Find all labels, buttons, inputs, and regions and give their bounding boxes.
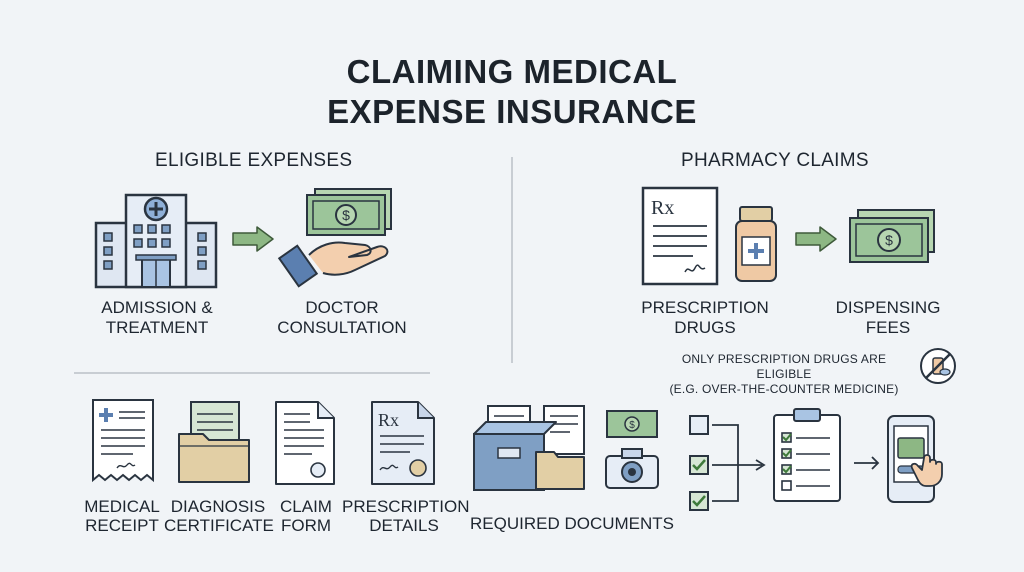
arrow-right-icon [795,226,837,252]
medical-receipt-label: MEDICAL RECEIPT [84,497,160,535]
claim-form-icon [275,401,335,485]
svg-text:$: $ [629,420,635,431]
rx-symbol: Rx [378,410,399,430]
hand-money-icon: $ [277,188,392,288]
title-line-1: CLAIMING MEDICAL [346,53,678,90]
rx-symbol: Rx [651,197,674,219]
otc-note: ONLY PRESCRIPTION DRUGS ARE ELIGIBLE (E.… [669,352,899,396]
title-line-2: EXPENSE INSURANCE [327,93,697,130]
diagnosis-certificate-label: DIAGNOSIS CERTIFICATE [164,497,274,535]
file-box-icon [473,405,585,491]
pharmacy-claims-header: PHARMACY CLAIMS [681,150,869,171]
checklist-icon [773,408,841,502]
prescription-details-label: PRESCRIPTION DETAILS [342,497,470,535]
svg-text:$: $ [342,207,350,223]
arrow-right-icon [232,226,274,252]
svg-text:$: $ [885,232,893,248]
required-documents-label: REQUIRED DOCUMENTS [469,514,674,533]
admission-treatment-label: ADMISSION & TREATMENT [101,298,213,337]
dispensing-fees-label: DISPENSING FEES [835,298,941,337]
money-bill-icon: $ [849,209,935,263]
prescription-drugs-label: PRESCRIPTION DRUGS [641,298,769,337]
hospital-icon [94,193,218,289]
claim-form-label: CLAIM FORM [280,497,332,535]
section-divider-horizontal [74,372,430,374]
no-otc-medicine-icon [920,348,956,384]
section-divider-vertical [511,157,513,363]
page-title: CLAIMING MEDICAL EXPENSE INSURANCE [0,52,1024,132]
money-bill-icon: $ [606,410,658,438]
checkbox-flow-icon [689,415,766,511]
prescription-icon: Rx [641,186,719,286]
prescription-icon: Rx [371,401,435,485]
camera-icon [605,448,659,489]
folder-icon [178,401,250,483]
eligible-expenses-header: ELIGIBLE EXPENSES [155,150,353,171]
receipt-icon [92,399,154,483]
pill-bottle-icon [735,206,777,282]
doctor-consultation-label: DOCTOR CONSULTATION [277,298,407,337]
phone-app-icon [887,415,943,503]
arrow-right-icon [854,456,880,470]
